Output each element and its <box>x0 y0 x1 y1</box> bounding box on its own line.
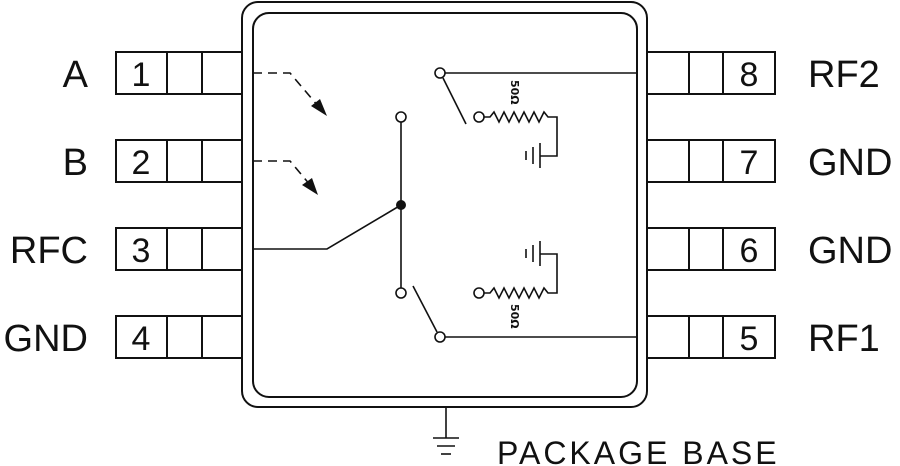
pin-label: GND <box>808 230 892 272</box>
pin-label: GND <box>808 142 892 184</box>
pin-number: 4 <box>132 320 151 358</box>
pin-2: 2 B <box>63 139 243 184</box>
resistor-icon <box>484 253 558 300</box>
package-base-label: PACKAGE BASE <box>497 435 780 466</box>
pin-8: 8 RF2 <box>646 51 880 96</box>
pin-6: 6 GND <box>646 227 892 272</box>
pin-number: 6 <box>740 232 759 270</box>
switch-contact <box>395 111 407 123</box>
pin-number: 1 <box>132 56 151 94</box>
pin-label: RF1 <box>808 318 880 360</box>
pin-number: 3 <box>132 232 151 270</box>
rfc-trace <box>253 204 402 250</box>
rf1-branch: 50Ω <box>412 241 637 343</box>
pin-number: 7 <box>740 144 759 182</box>
ground-icon <box>433 437 459 455</box>
arrow-head-icon <box>302 178 318 195</box>
pin-label: A <box>63 54 89 96</box>
pin-number: 8 <box>740 56 759 94</box>
switch-contact <box>395 287 407 299</box>
resistor-value: 50Ω <box>508 80 521 105</box>
junction-dot <box>396 200 406 210</box>
pin-5: 5 RF1 <box>646 315 880 360</box>
ground-icon <box>525 143 541 168</box>
pin-1: 1 A <box>63 51 243 96</box>
rf2-branch: 50Ω <box>434 67 637 168</box>
package-outline-outer <box>241 1 648 408</box>
pin-number: 5 <box>740 320 759 358</box>
arrow-head-icon <box>311 99 327 116</box>
pin-4: 4 GND <box>4 315 243 360</box>
control-line-a <box>253 72 327 116</box>
ground-icon <box>525 241 541 266</box>
resistor-icon <box>484 110 558 157</box>
pin-3: 3 RFC <box>10 227 243 272</box>
pin-label: RF2 <box>808 54 880 96</box>
pin-number: 2 <box>132 144 151 182</box>
pin-label: B <box>63 142 88 184</box>
control-line-b <box>253 160 318 195</box>
pin-7: 7 GND <box>646 139 892 184</box>
resistor-value: 50Ω <box>508 304 521 329</box>
package-outline-inner <box>252 12 638 398</box>
pin-label: RFC <box>10 230 88 272</box>
pin-label: GND <box>4 318 88 360</box>
package-base-ground: PACKAGE BASE <box>433 407 780 466</box>
